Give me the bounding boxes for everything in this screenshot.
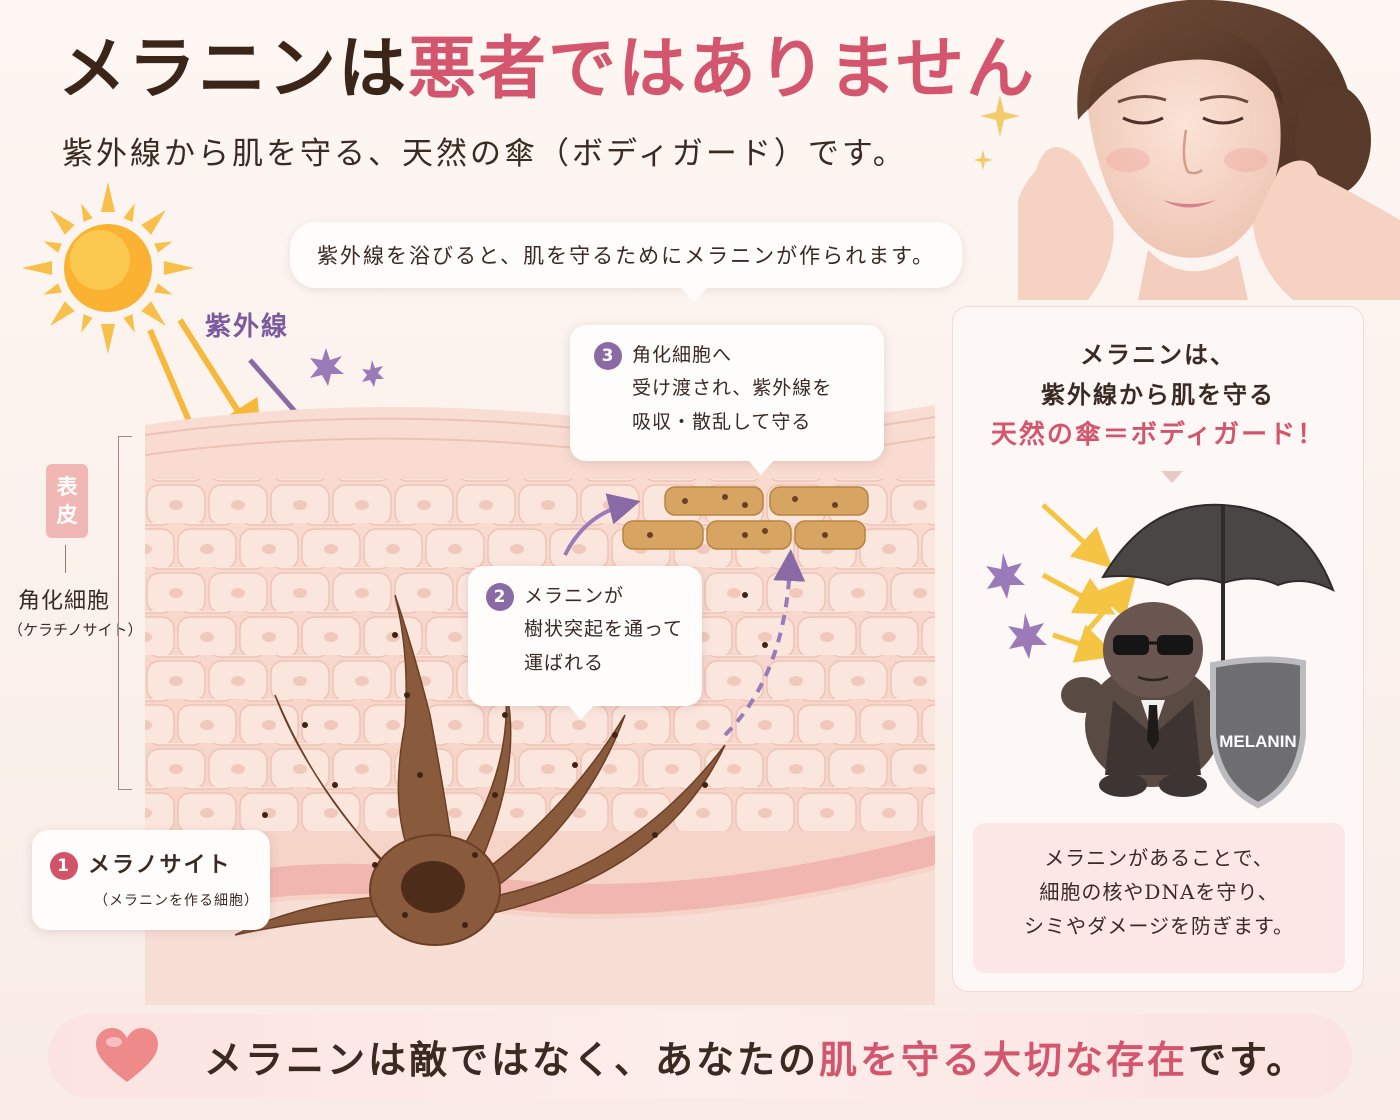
step2-line1: メラニンが — [524, 585, 625, 607]
step1-title: メラノサイト — [88, 852, 232, 878]
page-title: メラニンは悪者ではありません — [58, 32, 1036, 107]
step3-line1: 角化細胞へ — [632, 344, 733, 366]
panel-note-line3: シミやダメージを防ぎます。 — [1024, 914, 1294, 938]
keratinocyte-label: 角化細胞 — [18, 589, 111, 614]
banner-part2: 肌を守る大切な存在 — [819, 1036, 1189, 1082]
uv-star-icon — [310, 348, 384, 387]
bottom-banner: メラニンは敵ではなく、あなたの肌を守る大切な存在です。 — [48, 1014, 1352, 1098]
sun-icon — [22, 182, 194, 354]
panel-note: メラニンがあることで、 細胞の核やDNAを守り、 シミやダメージを防ぎます。 — [973, 823, 1345, 973]
step2-callout: 2 メラニンが 樹状突起を通って 運ばれる — [468, 566, 702, 720]
panel-note-line2: 細胞の核やDNAを守り、 — [1039, 880, 1279, 904]
epidermis-tag-line2: 皮 — [56, 502, 78, 527]
step2-line2: 樹状突起を通って — [524, 618, 684, 641]
uv-label: 紫外線 — [205, 312, 290, 342]
title-part1: メラニンは — [58, 29, 409, 109]
panel-line2: 紫外線から肌を守る — [1041, 379, 1275, 409]
panel-note-line1: メラニンがあることで、 — [1044, 846, 1274, 870]
uv-explanation-bubble: 紫外線を浴びると、肌を守るためにメラニンが作られます。 — [290, 222, 962, 302]
keratinocyte-sublabel: （ケラチノサイト） — [8, 621, 143, 639]
subtitle: 紫外線から肌を守る、天然の傘（ボディガード）です。 — [62, 136, 907, 172]
sparkle-icon — [975, 95, 1020, 170]
panel-heading: メラニンは、 紫外線から肌を守る 天然の傘＝ボディガード！ — [953, 335, 1363, 457]
step3-line2: 受け渡され、紫外線を — [632, 377, 833, 400]
heart-icon — [96, 1028, 158, 1082]
step1-callout: 1 メラノサイト （メラニンを作る細胞） — [32, 830, 270, 930]
banner-part3: です。 — [1188, 1036, 1308, 1082]
banner-text: メラニンは敵ではなく、あなたの肌を守る大切な存在です。 — [204, 1029, 1307, 1084]
step3-number: 3 — [594, 342, 622, 370]
epidermis-bracket — [118, 436, 132, 790]
banner-part1: メラニンは敵ではなく、あなたの — [204, 1036, 820, 1082]
step3-callout: 3 角化細胞へ 受け渡され、紫外線を 吸収・散乱して守る — [570, 325, 884, 475]
step1-sub: （メラニンを作る細胞） — [94, 892, 259, 909]
panel-line3: 天然の傘＝ボディガード！ — [990, 420, 1326, 451]
shield-label: MELANIN — [1219, 732, 1296, 751]
panel-line1: メラニンは、 — [1080, 340, 1236, 369]
step3-line3: 吸収・散乱して守る — [632, 410, 812, 433]
step2-line3: 運ばれる — [524, 651, 605, 674]
step1-number: 1 — [50, 852, 78, 880]
woman-portrait-image — [1018, 0, 1400, 300]
title-part2: 悪者ではありません — [408, 29, 1036, 109]
panel-heading-pointer — [1161, 471, 1183, 483]
epidermis-connector — [65, 545, 66, 573]
epidermis-tag: 表 皮 — [46, 464, 88, 538]
step2-number: 2 — [486, 583, 514, 611]
bodyguard-panel: メラニンは、 紫外線から肌を守る 天然の傘＝ボディガード！ — [952, 306, 1364, 992]
melanin-mascot-image: MELANIN — [986, 503, 1335, 809]
epidermis-tag-line1: 表 — [56, 473, 78, 499]
